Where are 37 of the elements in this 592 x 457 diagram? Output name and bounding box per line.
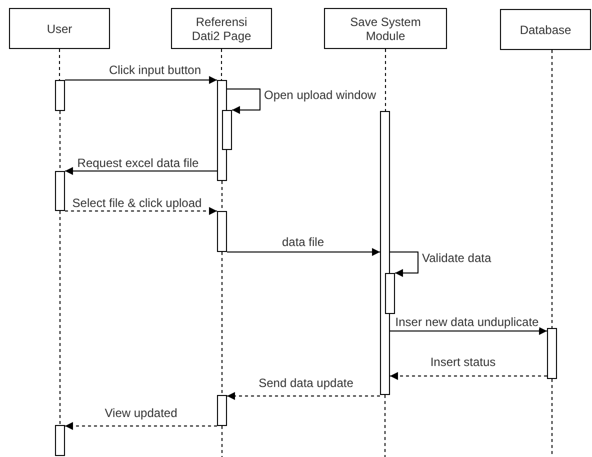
edge-label: Open upload window — [263, 89, 378, 102]
lifeline — [221, 48, 222, 80]
lifeline — [385, 48, 386, 112]
activation-bar — [547, 328, 557, 379]
lifeline — [59, 48, 60, 80]
edge-label: Insert status — [429, 356, 497, 369]
edge-label: Validate data — [421, 252, 492, 265]
return-message-arrow — [64, 422, 218, 430]
activation-bar — [380, 111, 390, 395]
activation-bar — [385, 273, 395, 314]
return-message-arrow — [226, 392, 380, 400]
activation-bar — [222, 110, 232, 150]
participant-box: User — [9, 8, 110, 49]
activation-bar — [217, 395, 227, 426]
edge-label: Select file & click upload — [71, 197, 203, 210]
participant-box: Save System Module — [324, 8, 447, 49]
edge-label: View updated — [104, 407, 178, 420]
message-arrow — [390, 252, 418, 277]
edge-label: Click input button — [108, 64, 202, 77]
message-arrow — [64, 167, 218, 175]
edge-label: data file — [280, 236, 326, 249]
message-arrow — [226, 88, 260, 114]
activation-bar — [55, 171, 65, 211]
return-message-arrow — [64, 207, 218, 215]
edge-label: Inser new data unduplicate — [394, 316, 540, 329]
message-arrow — [226, 248, 380, 256]
participant-box: Referensi Dati2 Page — [171, 8, 272, 49]
lifeline — [384, 394, 386, 457]
activation-bar — [55, 425, 65, 456]
message-arrow — [390, 327, 548, 335]
message-arrow — [64, 76, 218, 84]
activation-bar — [55, 80, 65, 111]
edge-label: Send data update — [258, 377, 354, 390]
participant-box: Database — [500, 9, 591, 50]
activation-bar — [217, 211, 227, 252]
edge-label: Request excel data file — [76, 157, 200, 170]
return-message-arrow — [390, 372, 548, 380]
